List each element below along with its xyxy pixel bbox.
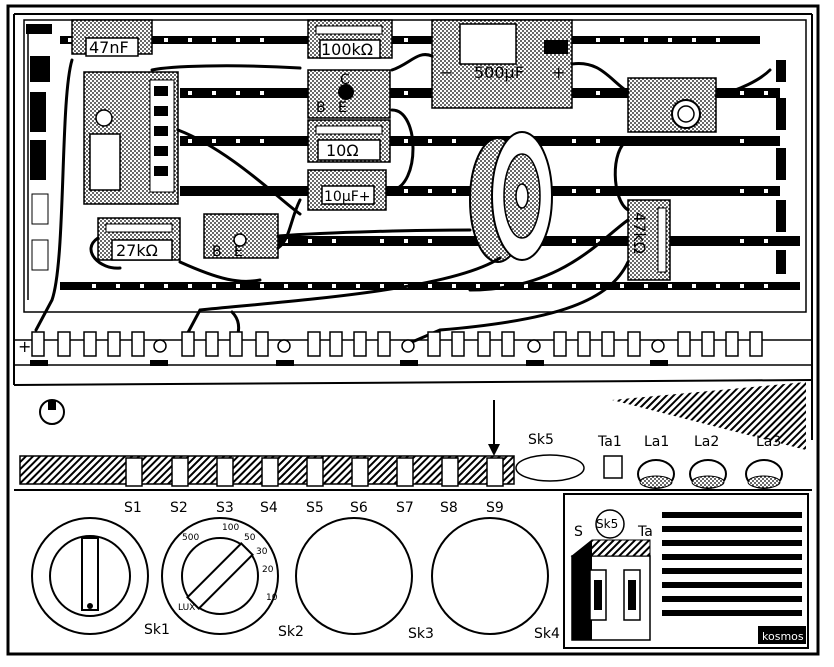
ic-module bbox=[83, 71, 179, 205]
left-rail bbox=[26, 24, 52, 300]
resistor-10: 10Ω bbox=[307, 119, 391, 163]
lamp-1-label: La1 bbox=[644, 434, 669, 450]
switch-s9-label: S9 bbox=[486, 500, 504, 516]
right-rail bbox=[776, 60, 786, 274]
transistor-top-b: B bbox=[316, 100, 326, 116]
dial-20: 20 bbox=[262, 565, 274, 575]
capacitor-47nf-label: 47nF bbox=[89, 38, 129, 57]
switch-s9[interactable] bbox=[486, 457, 504, 487]
side-hole bbox=[39, 399, 65, 425]
capacitor-500uf-minus: − bbox=[440, 63, 453, 82]
transistor-top-e: E bbox=[338, 100, 347, 116]
resistor-100k-label: 100kΩ bbox=[321, 40, 373, 59]
resistor-10-label: 10Ω bbox=[326, 141, 359, 160]
knob-sk3-label: Sk3 bbox=[408, 626, 434, 642]
switch-s3-label: S3 bbox=[216, 500, 234, 516]
knob-sk3[interactable] bbox=[295, 517, 413, 635]
brand-plate: kosmos bbox=[758, 626, 806, 644]
capacitor-500uf-label: 500μF bbox=[474, 63, 524, 82]
dial-30: 30 bbox=[256, 547, 268, 557]
resistor-27k-label: 27kΩ bbox=[116, 241, 158, 260]
front-slope bbox=[13, 355, 813, 450]
inset-ta-label: Ta bbox=[637, 524, 653, 540]
inset-s-label: S bbox=[574, 524, 583, 540]
switch-s4-label: S4 bbox=[260, 500, 278, 516]
resistor-27k: 27kΩ bbox=[97, 217, 181, 261]
resistor-47k-label: 47kΩ bbox=[630, 212, 649, 254]
switch-s2[interactable] bbox=[171, 457, 189, 487]
dial-50: 50 bbox=[244, 533, 256, 543]
resistor-47k: 47kΩ bbox=[627, 199, 671, 281]
capacitor-47nf: 47nF bbox=[71, 19, 153, 57]
switch-s5[interactable] bbox=[306, 457, 324, 487]
board-frame bbox=[6, 4, 820, 656]
lamp-3-label: La3 bbox=[756, 434, 781, 450]
switch-s2-label: S2 bbox=[170, 500, 188, 516]
inset-slot-ta[interactable] bbox=[628, 580, 636, 610]
switch-s1[interactable] bbox=[125, 457, 143, 487]
knob-sk2-label: Sk2 bbox=[278, 624, 304, 640]
resistor-100k: 100kΩ bbox=[307, 19, 393, 59]
transistor-top: C B E bbox=[307, 69, 391, 119]
switch-s3[interactable] bbox=[216, 457, 234, 487]
terminal-blocks bbox=[30, 360, 668, 366]
transistor-bottom: B E bbox=[203, 213, 279, 260]
breadboard bbox=[23, 19, 807, 313]
dial-100: 100 bbox=[222, 523, 239, 533]
ta1-label: Ta1 bbox=[597, 434, 622, 450]
inset-sk5-label: Sk5 bbox=[596, 517, 618, 531]
knob-sk4-label: Sk4 bbox=[534, 626, 560, 642]
transistor-bottom-b: B bbox=[212, 244, 222, 260]
speaker-grille bbox=[662, 512, 802, 616]
capacitor-10uf: 10μF+ bbox=[307, 169, 387, 211]
lamp-2: La2 bbox=[689, 434, 727, 489]
switch-s7-label: S7 bbox=[396, 500, 414, 516]
plus-terminal-label: + bbox=[18, 337, 31, 356]
lamp-3: La3 bbox=[745, 434, 783, 489]
dial-500: 500 bbox=[182, 533, 199, 543]
switch-s6[interactable] bbox=[351, 457, 369, 487]
transistor-bottom-e: E bbox=[234, 244, 243, 260]
inset-slot-s[interactable] bbox=[594, 580, 602, 610]
knob-sk4[interactable] bbox=[431, 517, 549, 635]
switch-s1-label: S1 bbox=[124, 500, 142, 516]
arrow-icon bbox=[488, 400, 500, 456]
switch-s5-label: S5 bbox=[306, 500, 324, 516]
transistor-top-c: C bbox=[340, 72, 350, 88]
dial-lux: LUX bbox=[178, 603, 195, 613]
switch-s4[interactable] bbox=[261, 457, 279, 487]
terminal-screws bbox=[153, 339, 665, 353]
lamp-2-label: La2 bbox=[694, 434, 719, 450]
knob-sk2[interactable] bbox=[161, 517, 279, 635]
capacitor-500uf: − 500μF + bbox=[431, 19, 573, 109]
capacitor-10uf-label: 10μF+ bbox=[324, 189, 371, 205]
potentiometer bbox=[627, 77, 717, 133]
ta1-button[interactable]: Ta1 bbox=[597, 434, 623, 479]
knob-sk1[interactable] bbox=[31, 517, 149, 635]
lamp-1: La1 bbox=[637, 434, 675, 489]
switch-s6-label: S6 bbox=[350, 500, 368, 516]
speaker bbox=[469, 131, 553, 263]
switch-s7[interactable] bbox=[396, 457, 414, 487]
dial-10: 10 bbox=[266, 593, 278, 603]
switch-s8[interactable] bbox=[441, 457, 459, 487]
sk5-label: Sk5 bbox=[528, 432, 554, 448]
switch-s8-label: S8 bbox=[440, 500, 458, 516]
capacitor-500uf-plus: + bbox=[552, 63, 565, 82]
brand-label: kosmos bbox=[762, 630, 804, 643]
terminal-strip bbox=[31, 331, 763, 357]
sk5-socket: Sk5 bbox=[515, 432, 585, 482]
wiring bbox=[34, 53, 772, 344]
knob-sk1-label: Sk1 bbox=[144, 622, 170, 638]
